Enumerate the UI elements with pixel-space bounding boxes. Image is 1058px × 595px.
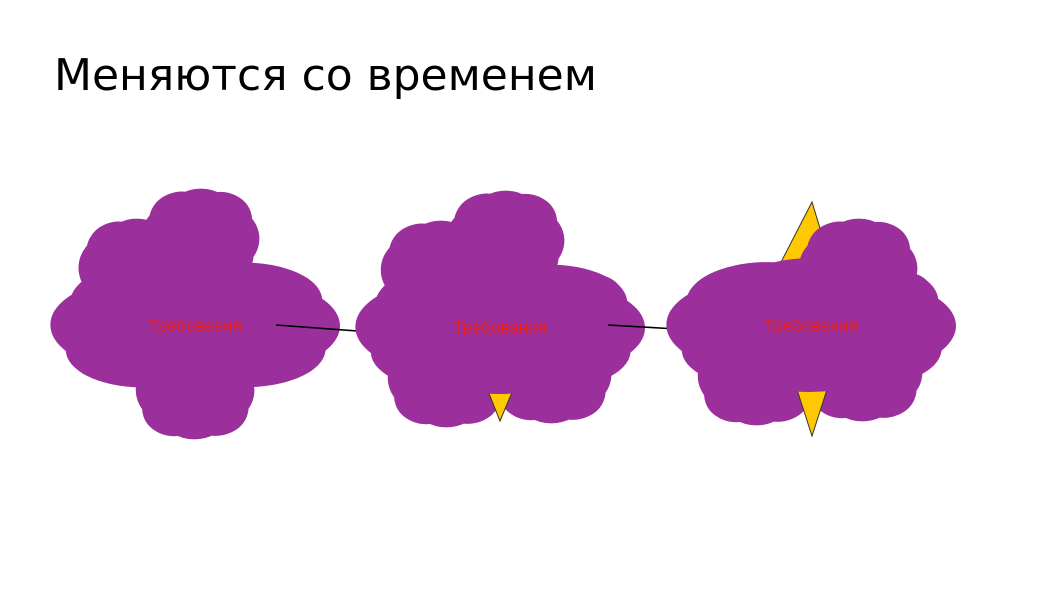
stage-2: Требования bbox=[387, 210, 612, 421]
stage-1: Требования bbox=[102, 208, 282, 420]
stage-3: Требования bbox=[700, 200, 923, 438]
slide-title: Меняются со временем bbox=[54, 50, 597, 101]
requirements-label: Требования bbox=[764, 316, 858, 335]
requirements-label: Требования bbox=[453, 318, 547, 337]
requirements-label: Требования bbox=[148, 316, 242, 335]
